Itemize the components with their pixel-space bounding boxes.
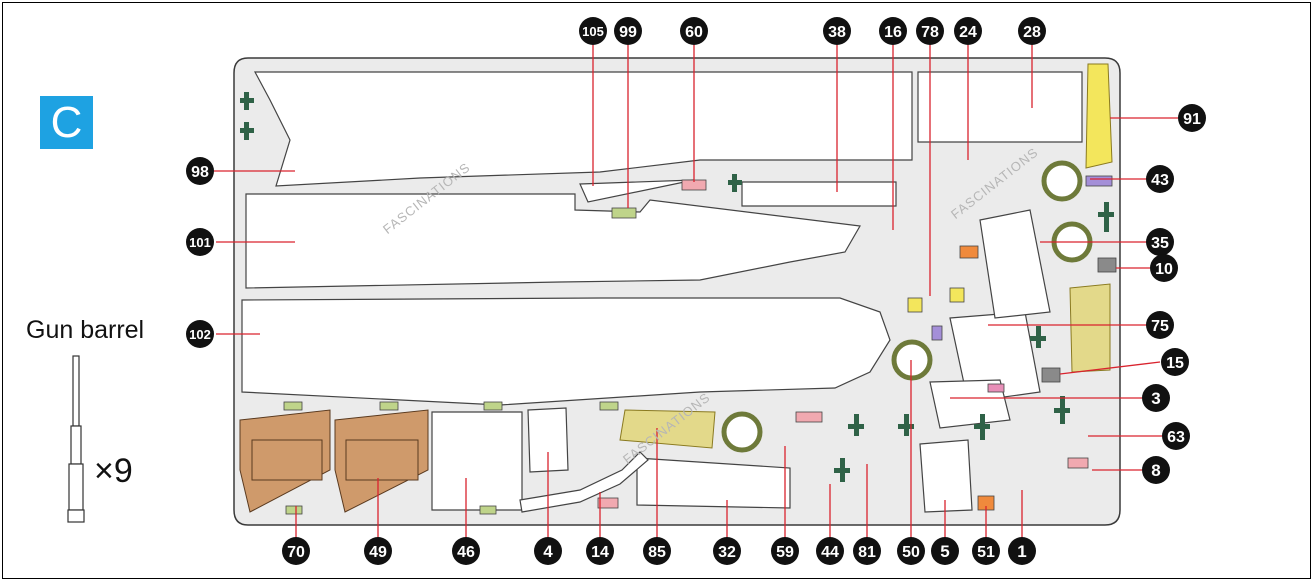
svg-text:35: 35	[1151, 235, 1169, 252]
part-label-101: 101	[186, 228, 214, 256]
part-label-43: 43	[1146, 165, 1174, 193]
part-14-shape	[519, 451, 649, 513]
svg-text:51: 51	[977, 544, 995, 561]
svg-text:14: 14	[591, 544, 609, 561]
svg-text:15: 15	[1166, 355, 1184, 372]
part-label-10: 10	[1150, 254, 1178, 282]
part-label-28: 28	[1018, 17, 1046, 45]
small-brackets	[283, 175, 1117, 515]
part-label-16: 16	[879, 17, 907, 45]
yellow-parts	[619, 63, 1113, 449]
svg-text:85: 85	[648, 544, 666, 561]
svg-text:50: 50	[902, 544, 920, 561]
part-5-shape	[919, 439, 973, 513]
part-label-8: 8	[1142, 456, 1170, 484]
part-label-60: 60	[680, 17, 708, 45]
part-label-85: 85	[643, 537, 671, 565]
part-32-shape	[636, 457, 791, 509]
svg-text:28: 28	[1023, 24, 1041, 41]
svg-text:101: 101	[189, 235, 211, 250]
part-label-1: 1	[1008, 537, 1036, 565]
svg-text:24: 24	[959, 24, 977, 41]
part-label-105: 105	[579, 17, 607, 45]
part-label-14: 14	[586, 537, 614, 565]
tan-parts	[239, 409, 429, 513]
leader-lines	[214, 45, 1178, 542]
svg-text:63: 63	[1167, 429, 1185, 446]
part-28-shape	[917, 71, 1083, 143]
part-label-38: 38	[823, 17, 851, 45]
part-4-shape	[527, 407, 569, 473]
part-label-51: 51	[972, 537, 1000, 565]
svg-text:60: 60	[685, 24, 703, 41]
part-75b-shape	[979, 209, 1051, 319]
svg-text:59: 59	[776, 544, 794, 561]
part-label-49: 49	[364, 537, 392, 565]
part-98-shape	[253, 71, 913, 187]
part-38-shape	[741, 181, 897, 207]
part-label-46: 46	[452, 537, 480, 565]
part-label-63: 63	[1162, 422, 1190, 450]
part-label-44: 44	[816, 537, 844, 565]
part-label-5: 5	[931, 537, 959, 565]
svg-text:105: 105	[582, 24, 604, 39]
svg-text:75: 75	[1151, 318, 1169, 335]
svg-text:1: 1	[1017, 542, 1026, 561]
part-label-50: 50	[897, 537, 925, 565]
part-label-32: 32	[713, 537, 741, 565]
svg-text:44: 44	[821, 544, 839, 561]
part-label-102: 102	[186, 320, 214, 348]
svg-text:16: 16	[884, 24, 902, 41]
svg-text:70: 70	[287, 544, 305, 561]
part-label-75: 75	[1146, 311, 1174, 339]
deck-parts	[241, 71, 1083, 513]
svg-text:46: 46	[457, 544, 475, 561]
svg-text:3: 3	[1151, 389, 1160, 408]
svg-text:49: 49	[369, 544, 387, 561]
svg-text:78: 78	[921, 24, 939, 41]
part-label-35: 35	[1146, 228, 1174, 256]
svg-text:10: 10	[1155, 261, 1173, 278]
part-label-70: 70	[282, 537, 310, 565]
svg-text:32: 32	[718, 544, 736, 561]
part-label-24: 24	[954, 17, 982, 45]
svg-text:5: 5	[940, 542, 949, 561]
part-label-78: 78	[916, 17, 944, 45]
svg-text:4: 4	[543, 542, 553, 561]
svg-text:81: 81	[858, 544, 876, 561]
gun-barrel-quantity: ×9	[94, 452, 133, 490]
part-101-shape	[245, 193, 861, 289]
part-number-labels: 105 99 60 38 16 78 24 28 91 43 35 10 75 …	[186, 17, 1206, 565]
svg-text:98: 98	[191, 164, 209, 181]
svg-text:99: 99	[619, 24, 637, 41]
svg-text:8: 8	[1151, 461, 1160, 480]
part-label-99: 99	[614, 17, 642, 45]
part-label-91: 91	[1178, 104, 1206, 132]
gun-barrel-title: Gun barrel	[26, 316, 145, 344]
gun-barrel-illustration	[67, 355, 85, 523]
part-label-59: 59	[771, 537, 799, 565]
part-label-81: 81	[853, 537, 881, 565]
part-105-shape	[579, 179, 695, 203]
sheet-letter-badge: C	[40, 96, 93, 149]
part-label-98: 98	[186, 157, 214, 185]
svg-text:43: 43	[1151, 172, 1169, 189]
svg-text:102: 102	[189, 327, 211, 342]
part-label-4: 4	[534, 537, 562, 565]
svg-text:38: 38	[828, 24, 846, 41]
part-label-15: 15	[1161, 348, 1189, 376]
part-102-shape	[241, 297, 891, 406]
svg-text:91: 91	[1183, 111, 1201, 128]
part-46-shape	[431, 411, 523, 511]
green-cross-parts	[240, 92, 1114, 482]
part-label-3: 3	[1142, 384, 1170, 412]
